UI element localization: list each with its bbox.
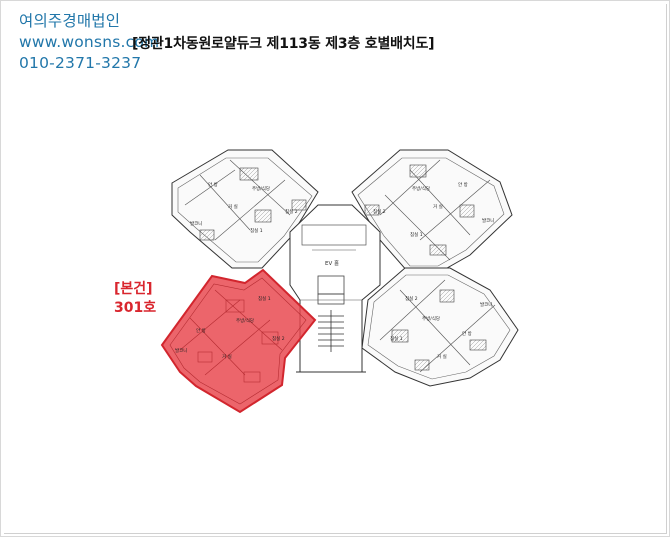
room-label: 침실 1 [250, 227, 263, 234]
wing-bottom-right [361, 267, 519, 387]
company-website[interactable]: www.wonsns.com [19, 33, 160, 51]
room-label: 주방/식당 [252, 185, 270, 192]
company-info: 여의주경매법인 www.wonsns.com 010-2371-3237 [19, 11, 159, 74]
room-labels: 안 방 거 실 침실 1 침실 2 주방/식당 발코니 안 방 거 실 침실 1… [175, 181, 494, 360]
room-label: 침실 1 [390, 335, 403, 342]
room-label: 안 방 [458, 181, 468, 188]
room-label: 침실 2 [373, 208, 386, 215]
core-label: EV 홀 [325, 259, 339, 267]
room-label: 침실 1 [258, 295, 271, 302]
room-label: 주방/식당 [422, 315, 440, 322]
room-label: 침실 2 [405, 295, 418, 302]
room-label: 거 실 [222, 353, 232, 360]
room-label: 발코니 [190, 220, 202, 227]
room-label: 침실 2 [272, 335, 285, 342]
viewer-inner-border [4, 4, 667, 534]
room-label: 안 방 [196, 327, 206, 334]
room-label: 발코니 [480, 301, 492, 308]
company-phone: 010-2371-3237 [19, 54, 142, 72]
subject-unit-number: 301호 [114, 300, 157, 316]
room-label: 발코니 [175, 347, 187, 354]
wing-top-right [351, 149, 513, 273]
company-name: 여의주경매법인 [19, 12, 121, 30]
room-label: 거 실 [433, 203, 443, 210]
room-label: 거 실 [228, 203, 238, 210]
wing-top-left [171, 149, 319, 269]
subject-unit-label: [본건] 301호 [114, 280, 156, 318]
subject-unit-301[interactable] [160, 268, 317, 414]
page-title: [정관1차동원로얄듀크 제113동 제3층 호별배치도] [132, 36, 435, 52]
room-label: 침실 2 [285, 208, 298, 215]
room-label: 안 방 [462, 330, 472, 337]
room-label: 침실 1 [410, 231, 423, 238]
room-label: 거 실 [437, 353, 447, 360]
room-label: 발코니 [482, 217, 494, 224]
room-label: 주방/식당 [412, 185, 430, 192]
central-core [289, 204, 381, 373]
room-label: 주방/식당 [236, 317, 254, 324]
room-label: 안 방 [208, 181, 218, 188]
subject-unit-tag: [본건] [114, 281, 153, 297]
